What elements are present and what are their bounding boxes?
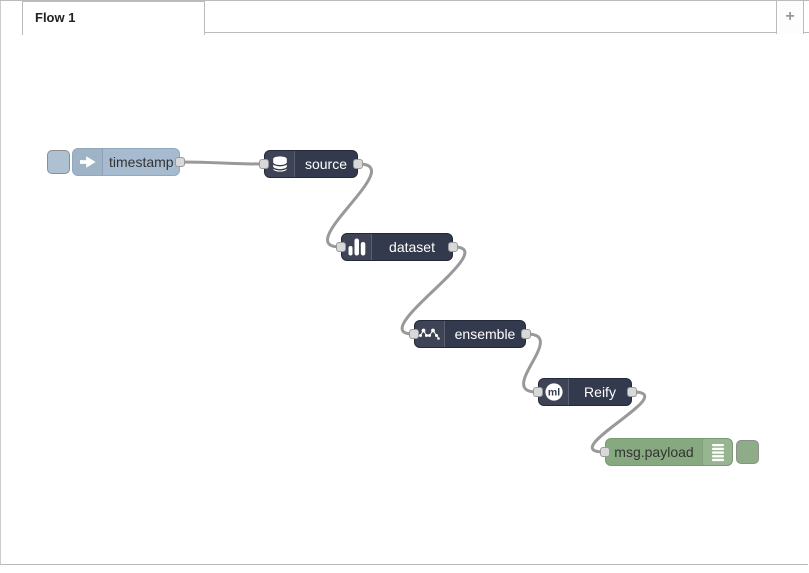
- tab-flow-1-label: Flow 1: [35, 10, 76, 25]
- bar-chart-icon: [342, 234, 372, 260]
- input-port[interactable]: [409, 329, 419, 339]
- add-flow-button[interactable]: +: [776, 1, 804, 34]
- wire-reify-msgpayload[interactable]: [590, 390, 647, 454]
- output-port[interactable]: [627, 387, 637, 397]
- ml-icon-text: ml: [547, 386, 559, 398]
- plus-icon: +: [785, 8, 795, 25]
- wire-source-dataset[interactable]: [326, 162, 373, 249]
- node-label: source: [304, 156, 348, 172]
- node-label: dataset: [389, 239, 435, 255]
- database-icon: [265, 151, 295, 177]
- node-ensemble[interactable]: ensemble: [409, 320, 531, 348]
- output-port[interactable]: [175, 157, 185, 167]
- flow-tab-bar: Flow 1 +: [0, 0, 809, 35]
- output-port[interactable]: [521, 329, 531, 339]
- debug-toggle-button[interactable]: [736, 440, 759, 464]
- node-dataset[interactable]: dataset: [336, 233, 458, 261]
- wire-dataset-ensemble[interactable]: [400, 245, 467, 336]
- node-source[interactable]: source: [259, 150, 363, 178]
- tab-bar-left-spacer: [0, 1, 22, 34]
- tree-dots-icon: [415, 321, 445, 347]
- node-timestamp[interactable]: timestamp: [72, 148, 185, 176]
- flow-canvas[interactable]: [0, 33, 808, 565]
- inject-arrow-icon: [73, 149, 103, 175]
- input-port[interactable]: [336, 242, 346, 252]
- input-port[interactable]: [533, 387, 543, 397]
- input-port[interactable]: [600, 447, 610, 457]
- node-msg-payload[interactable]: msg.payload: [600, 438, 733, 466]
- output-port[interactable]: [353, 159, 363, 169]
- node-label: Reify: [584, 384, 616, 400]
- tab-flow-1[interactable]: Flow 1: [22, 1, 205, 35]
- input-port[interactable]: [259, 159, 269, 169]
- node-label: ensemble: [454, 326, 516, 342]
- node-label: msg.payload: [614, 444, 694, 460]
- debug-list-icon: [702, 439, 732, 465]
- wire-timestamp-source[interactable]: [180, 160, 264, 166]
- output-port[interactable]: [448, 242, 458, 252]
- node-label: timestamp: [109, 154, 174, 170]
- ml-circle-icon: ml: [539, 379, 569, 405]
- wire-ensemble-reify[interactable]: [522, 332, 542, 394]
- node-reify[interactable]: ml Reify: [533, 378, 637, 406]
- inject-trigger-button[interactable]: [47, 150, 70, 174]
